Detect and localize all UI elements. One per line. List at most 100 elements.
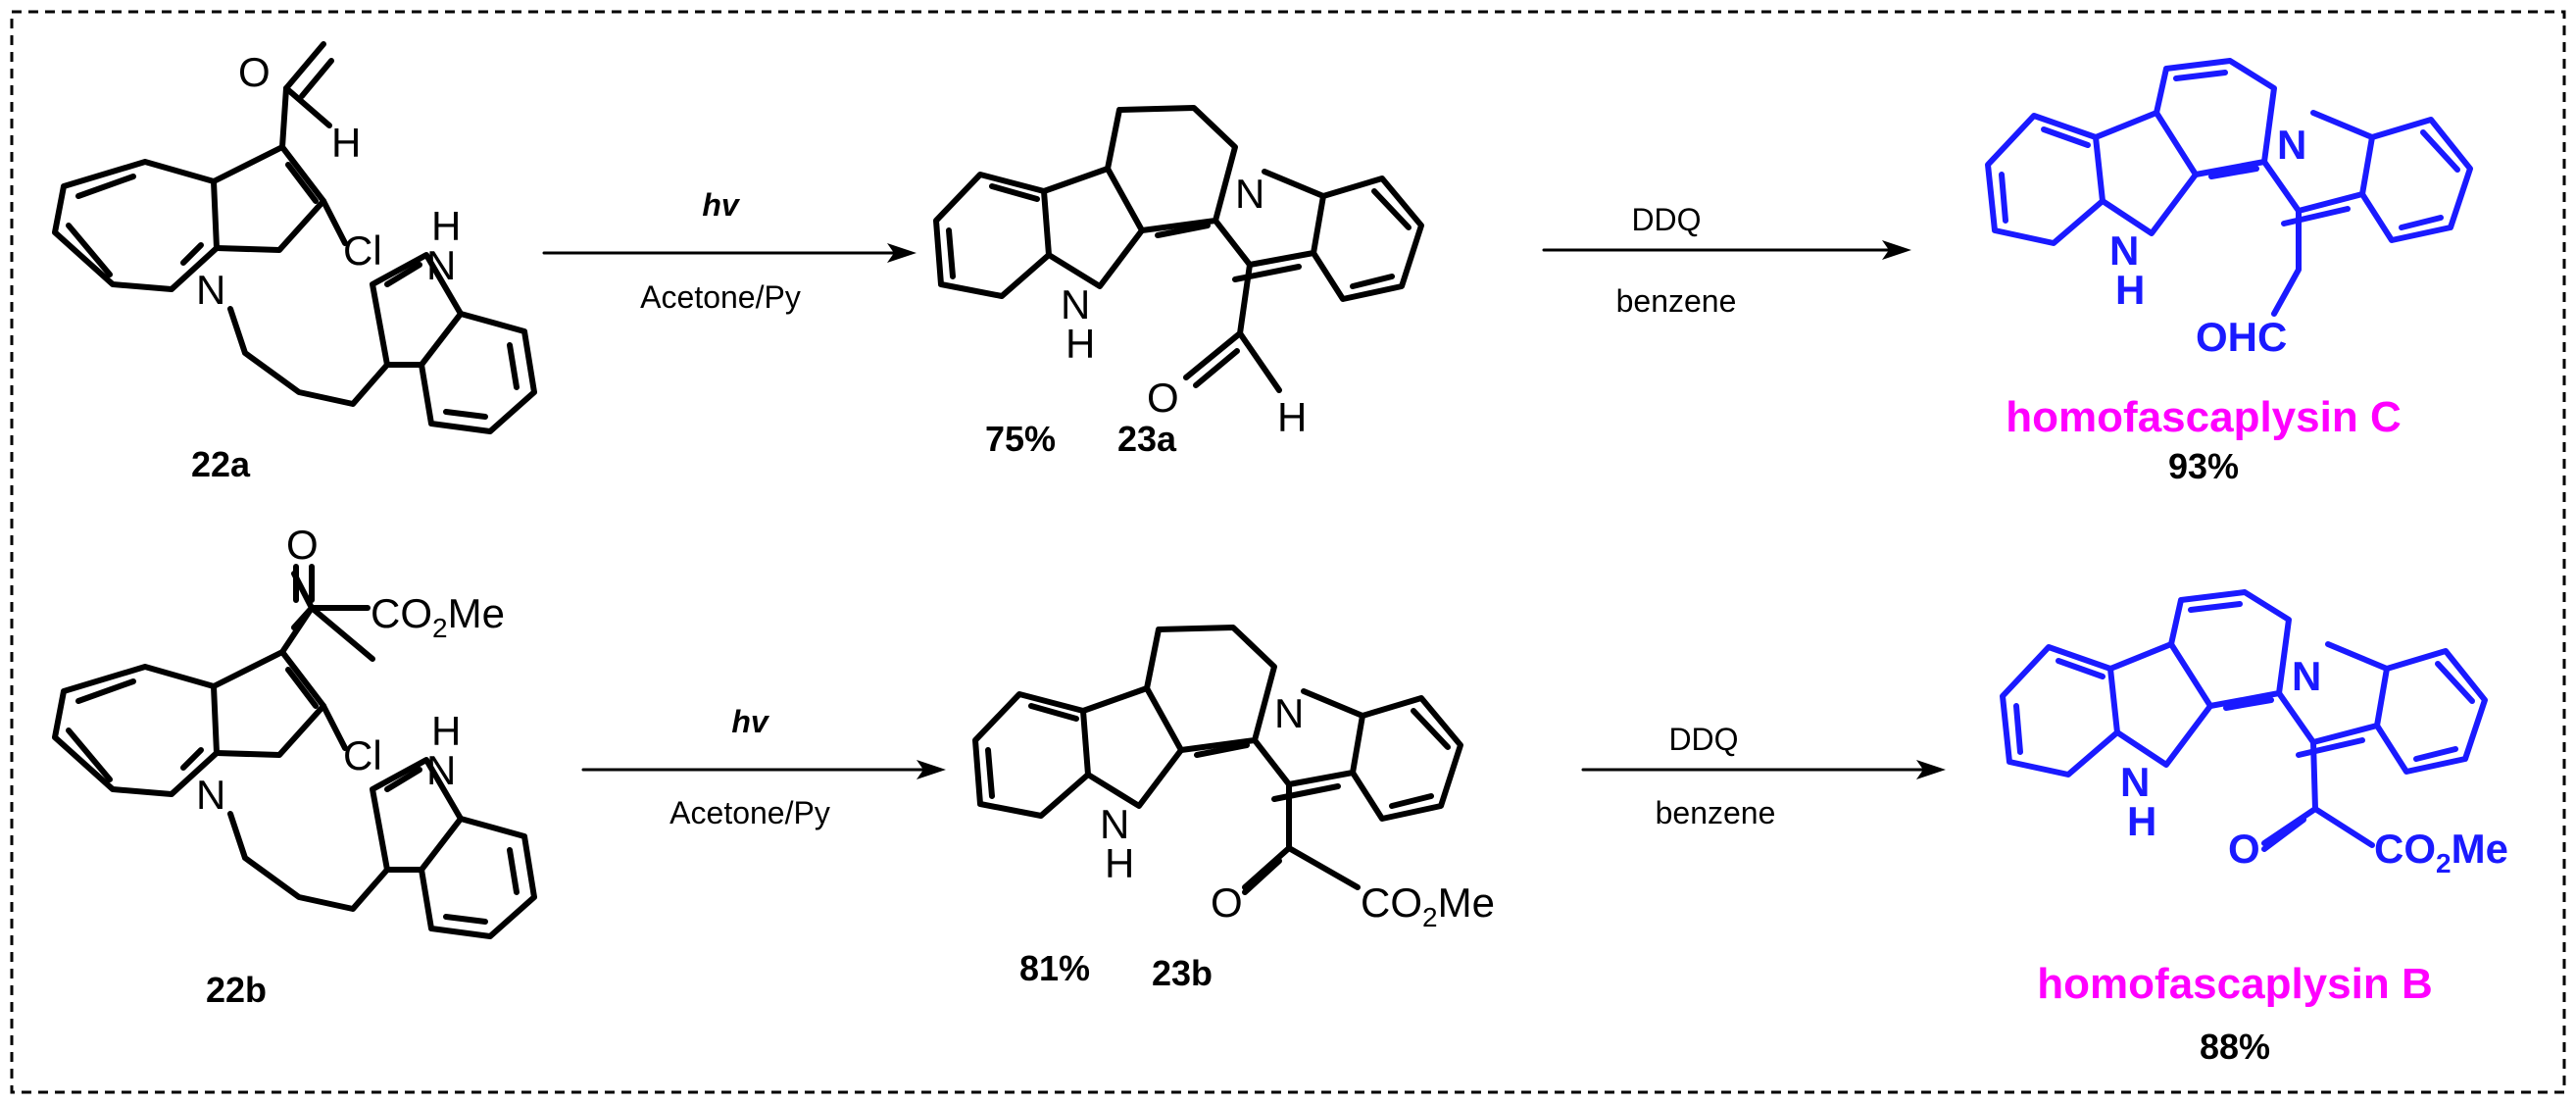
atom-nh-h: H <box>2115 267 2145 313</box>
second-pyrrole <box>1252 688 1365 787</box>
pyridine-double <box>2188 601 2274 711</box>
pyrrole-double <box>2296 737 2365 758</box>
central-double <box>1194 742 1250 758</box>
atom-nh-h: H <box>1065 321 1095 367</box>
product-homofascaplysin-c: N N H OHC homofascaplysin C 93% <box>1985 58 2473 486</box>
reactant-22b: O CO2Me Cl N H N 22b <box>52 522 537 1010</box>
condition-top: DDQ <box>1668 722 1738 757</box>
atom-n: N <box>2292 653 2321 699</box>
atom-h: H <box>331 120 361 166</box>
yield: 93% <box>2168 446 2239 486</box>
compound-label: 23a <box>1117 419 1177 459</box>
pyridine-ring <box>2168 589 2292 709</box>
pyrrole-double <box>2281 206 2351 226</box>
benzene-ring <box>52 664 220 797</box>
benzene-double <box>946 183 1040 279</box>
atom-o: O <box>2228 826 2260 872</box>
condition-bottom: Acetone/Py <box>640 279 801 315</box>
condition-top: DDQ <box>1631 202 1701 237</box>
reaction-arrow-row1-step1: hv Acetone/Py <box>542 187 916 315</box>
benzene-double-bonds <box>66 174 204 277</box>
ethyl-linker <box>227 811 390 912</box>
atom-nh-h: H <box>431 708 461 754</box>
benzene-ring <box>2000 644 2120 778</box>
keto-bond <box>279 605 375 662</box>
middle-ring <box>1105 105 1238 233</box>
atom-o: O <box>286 522 319 568</box>
keto-double <box>2261 817 2306 852</box>
indole-pyrrole <box>2107 641 2213 768</box>
atom-nh-n: N <box>426 747 456 793</box>
reaction-arrow-row2-step1: hv Acetone/Py <box>581 704 946 830</box>
right-benzene <box>2359 117 2473 243</box>
arrow-head <box>1916 760 1946 779</box>
cho-bond <box>2271 208 2302 317</box>
benzene-double <box>66 678 204 782</box>
yield: 88% <box>2200 1027 2270 1067</box>
dashed-frame <box>10 10 2566 1094</box>
pyridine-double <box>2173 70 2259 179</box>
atom-nh-n: N <box>2120 759 2150 805</box>
benzene-double <box>1999 126 2091 224</box>
yield: 75% <box>985 419 1056 459</box>
central-double <box>1155 223 1211 238</box>
pyridine-ring <box>2154 58 2277 177</box>
atom-n: N <box>1235 171 1264 217</box>
product-homofascaplysin-b: N N H O CO2Me homofascaplysin B 88% <box>2000 589 2508 1067</box>
condition-bottom: Acetone/Py <box>669 795 830 830</box>
compound-label: 22b <box>206 970 267 1010</box>
atom-n: N <box>1274 690 1304 736</box>
atom-nh-h: H <box>1105 840 1134 886</box>
reaction-arrow-row2-step2: DDQ benzene <box>1581 722 1946 830</box>
atom-nh-n: N <box>1100 801 1129 847</box>
atom-o: O <box>1147 375 1179 421</box>
right-benzene-double <box>1389 708 1451 809</box>
yield: 81% <box>1019 948 1090 988</box>
atom-nh-h: H <box>2127 798 2156 844</box>
right-benzene-double <box>1350 188 1412 289</box>
indole-pyrrole <box>370 757 464 873</box>
indole-pyrrole <box>2093 110 2199 236</box>
indole-pyrrole <box>370 252 464 368</box>
indole-pyrrole-double <box>384 767 422 792</box>
intermediate-23a: N N H O H 75% 23a <box>933 105 1424 459</box>
indole-benzene <box>419 816 537 939</box>
atom-nh-n: N <box>2109 227 2139 274</box>
condition-top: hv <box>731 704 770 739</box>
condition-bottom: benzene <box>1656 795 1776 830</box>
ethyl-linker <box>227 306 390 407</box>
compound-label: 22a <box>191 444 251 484</box>
atom-h: H <box>1277 394 1307 440</box>
atom-co: CO2Me <box>2374 826 2508 878</box>
cl-bond <box>321 703 348 751</box>
atom-o: O <box>238 49 271 95</box>
benzene-ring <box>1985 113 2105 246</box>
right-benzene <box>1350 695 1463 822</box>
condition-bottom: benzene <box>1616 283 1737 319</box>
indole-pyrrole <box>1080 685 1184 809</box>
cho-h-bond <box>1237 330 1282 393</box>
product-name: homofascaplysin C <box>2006 393 2401 441</box>
formyl-h-bond <box>283 85 332 128</box>
formyl-double <box>299 58 334 99</box>
benzene-ring <box>52 159 220 292</box>
pyrrole-double-bond <box>285 162 319 204</box>
keto-double <box>1242 858 1282 895</box>
cho-double <box>1193 348 1240 388</box>
atom-n: N <box>196 772 225 818</box>
cl-bond <box>321 198 348 246</box>
right-benzene-double <box>2399 129 2460 230</box>
indole-benzene-double <box>443 847 520 925</box>
keto-ester-bond <box>2261 739 2375 848</box>
indole-benzene-double <box>443 342 520 420</box>
right-benzene <box>2374 648 2488 775</box>
intermediate-23b: N N H O CO2Me 81% 23b <box>972 625 1495 993</box>
compound-label: 23b <box>1152 953 1213 993</box>
atom-nh-n: N <box>1061 281 1090 327</box>
atom-o: O <box>1211 879 1243 926</box>
cho-bond <box>1183 262 1253 380</box>
right-benzene-double <box>2413 661 2475 762</box>
pyrrole-ring <box>211 649 326 758</box>
atom-nh-n: N <box>426 242 456 288</box>
